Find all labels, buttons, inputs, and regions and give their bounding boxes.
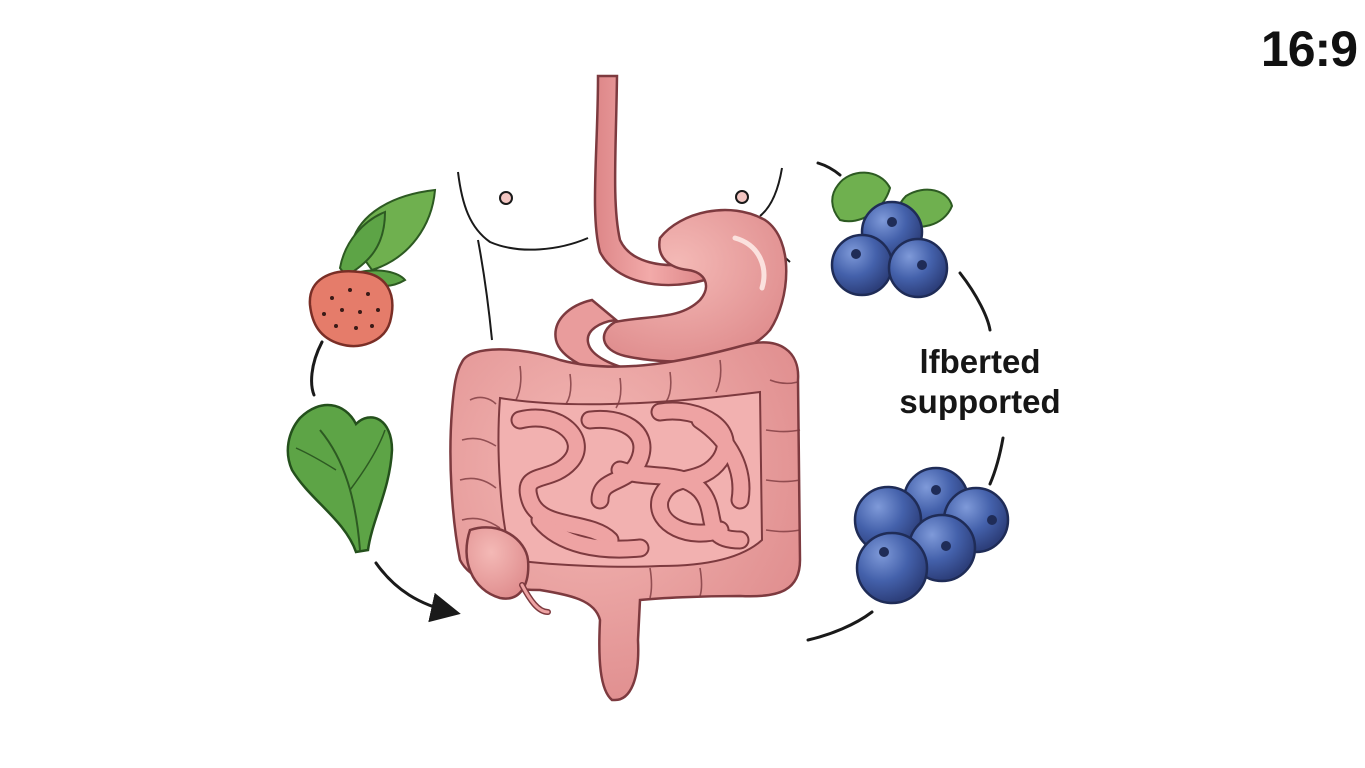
aspect-ratio-label: 16:9 [1261,24,1357,74]
spinach-leaf-icon [288,405,392,552]
caption-line-2: supported [860,382,1100,422]
diagram-caption: lfberted supported [860,342,1100,422]
caption-line-1: lfberted [860,342,1100,382]
strawberry-icon [310,190,435,346]
large-intestine-icon [450,342,800,700]
blueberry-cluster-icon [855,468,1008,603]
blueberry-cluster-icon [832,173,952,297]
